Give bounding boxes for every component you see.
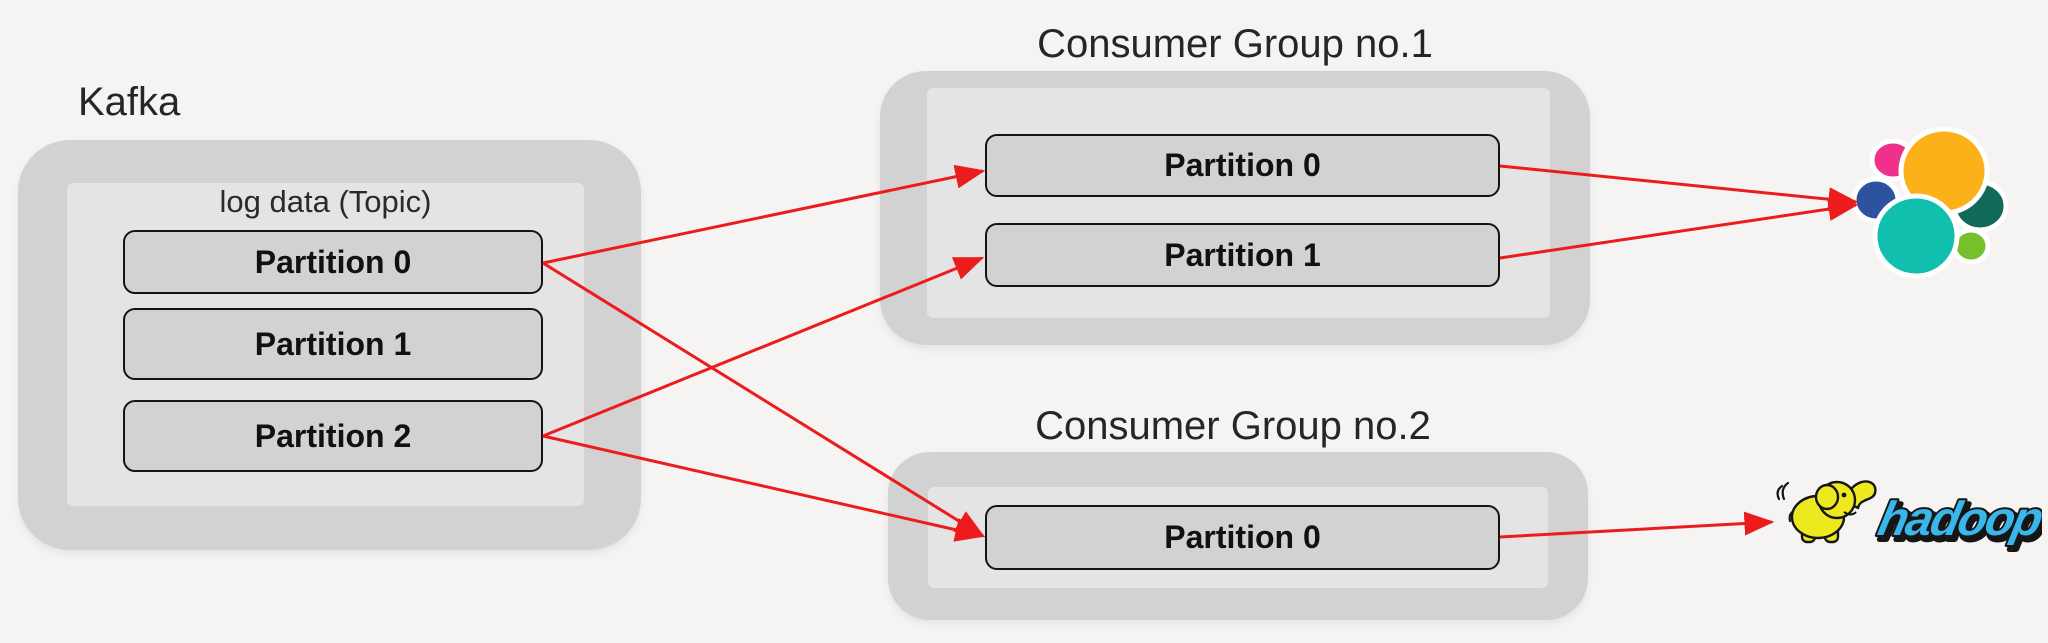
kafka-partition-1: Partition 1 (123, 308, 543, 380)
consumer-group-1-title: Consumer Group no.1 (1037, 22, 1433, 66)
hadoop-logo: hadoop hadoop (1776, 480, 2042, 552)
kafka-topic-label: log data (Topic) (219, 184, 432, 219)
kafka-partition-2-label: Partition 2 (254, 417, 412, 454)
hadoop-wordmark-shadow: hadoop (1874, 493, 2042, 552)
consumer-group-1-partition-1-label: Partition 1 (1164, 236, 1321, 273)
svg-text:hadoop: hadoop (1874, 492, 2042, 545)
consumer-group-2-partition-0: Partition 0 (985, 505, 1500, 570)
kafka-partition-0: Partition 0 (123, 230, 543, 294)
elephant-face (1841, 492, 1857, 516)
consumer-group-2-title: Consumer Group no.2 (1035, 404, 1431, 448)
elastic-blob-teal (1872, 193, 1960, 279)
elasticsearch-logo-blobs (1851, 126, 2009, 279)
consumer-group-1-partition-0-label: Partition 0 (1164, 147, 1321, 183)
kafka-partition-2: Partition 2 (123, 400, 543, 472)
hadoop-wordmark: hadoop (1872, 490, 2042, 547)
consumer-group-2-partition-0-label: Partition 0 (1164, 519, 1321, 555)
consumer-group-1-partition-0: Partition 0 (985, 134, 1500, 197)
svg-text:hadoop: hadoop (1877, 496, 2042, 549)
consumer-group-1-partition-1: Partition 1 (985, 223, 1500, 287)
elasticsearch-logo (1851, 126, 2009, 279)
elephant-icon (1790, 480, 1877, 544)
kafka-partition-1-label: Partition 1 (254, 325, 412, 362)
kafka-title: Kafka (78, 80, 181, 124)
kafka-partition-0-label: Partition 0 (254, 243, 412, 280)
